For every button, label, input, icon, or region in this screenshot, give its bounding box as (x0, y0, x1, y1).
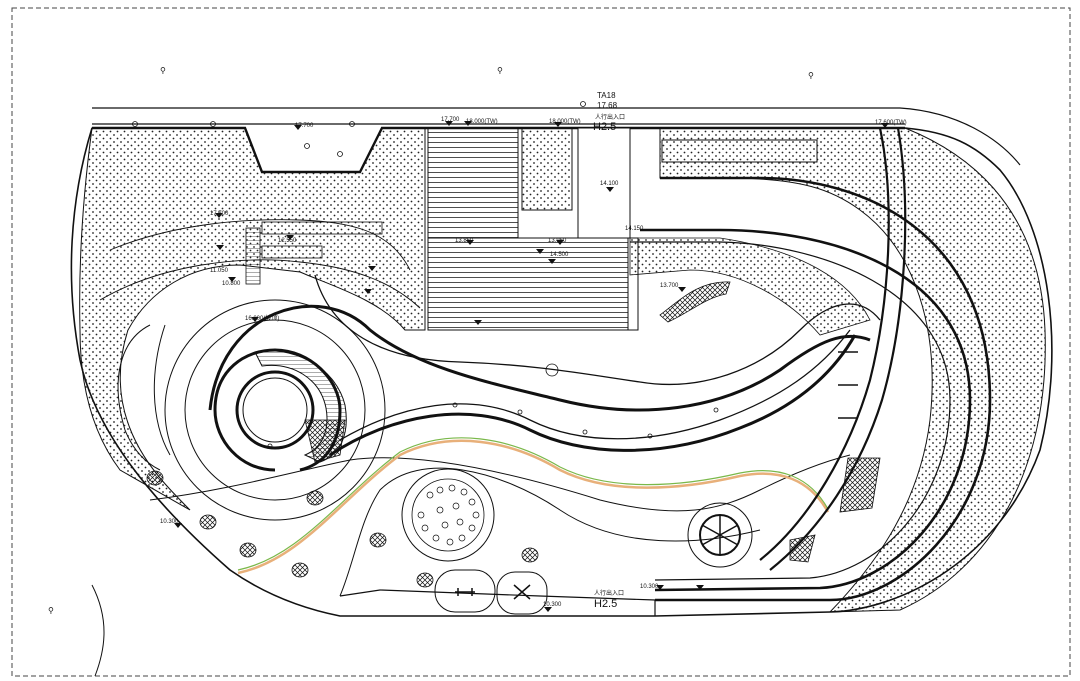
elev-13700: 13.700 (660, 283, 679, 289)
top-elevation-label: 17.68 (597, 101, 618, 110)
hatch-patch-right (839, 457, 881, 513)
elev-11050: 11.050 (210, 268, 229, 274)
spiral-ramp-treads (254, 350, 347, 463)
top-right-bench (661, 139, 818, 163)
elev-10300-b: 10.300 (543, 602, 562, 608)
central-step-column (627, 237, 639, 331)
elev-12550: 12.550 (278, 238, 297, 244)
right-arc-outer (655, 176, 992, 602)
svg-text:⚲: ⚲ (48, 606, 54, 615)
hatch-path-rock (659, 281, 731, 323)
spiral-core (235, 370, 315, 450)
elev-17700-left: 17.700 (295, 123, 314, 129)
elev-17700-mid: 17.700 (441, 117, 460, 123)
elev-13950: 13.950 (548, 238, 567, 244)
elev-18000-tw-2: 18.000(TW) (549, 119, 581, 125)
serpentine-edge-1 (314, 274, 881, 386)
central-walkway (577, 127, 631, 239)
north-signs: ⚲ ⚲ ⚲ ⚲ (48, 66, 814, 615)
hatch-patch-bottom (789, 534, 816, 563)
top-code-label: TA18 (597, 91, 616, 100)
elev-14100: 14.100 (600, 181, 619, 187)
elev-14150: 14.150 (625, 226, 644, 232)
serpentine-edge-4 (208, 304, 871, 412)
right-vertical-curve-2 (769, 127, 907, 571)
bench-pod-1 (434, 569, 496, 613)
bench-pod-2 (496, 571, 548, 615)
elev-10300-a: 10.300 (160, 519, 179, 525)
spiral-ramp-crosshatch (304, 419, 346, 463)
left-step-platform (261, 221, 383, 235)
right-stair-ticks (838, 351, 858, 419)
right-vertical-curve (759, 127, 890, 561)
elev-13850: 13.850 (455, 238, 474, 244)
serpentine-edge-2 (339, 329, 851, 441)
elev-10300-c: 10.300 (640, 584, 659, 590)
elev-10800: 10.800 (222, 281, 241, 287)
left-curve-bay (117, 324, 161, 471)
svg-text:⚲: ⚲ (160, 66, 166, 75)
right-arc-inner (630, 241, 951, 581)
svg-text:⚲: ⚲ (497, 66, 503, 75)
fountain-outer (401, 468, 495, 562)
path-edge-lower-2 (339, 467, 761, 597)
bottom-entrance-height: H2.5 (594, 598, 617, 610)
serpentine-edge-3 (329, 334, 857, 457)
gazebo-outline (687, 502, 753, 568)
central-terrace (427, 237, 629, 331)
shrubs (146, 470, 539, 588)
terrace-curve-1 (109, 219, 411, 271)
elev-17600-tw: 17.600(TW) (875, 120, 907, 126)
bench-pod-icon-2 (513, 584, 531, 600)
path-edge-lower (149, 454, 851, 512)
spiral-ring-2 (184, 319, 366, 501)
gazebo-beams (701, 515, 739, 555)
elev-14500: 14.500 (550, 252, 569, 258)
bench-pod-icon-1 (455, 588, 475, 596)
bottom-left-arc (91, 584, 105, 677)
top-entrance-height: H2.5 (593, 121, 616, 133)
svg-text:⚲: ⚲ (808, 71, 814, 80)
central-stair-block (427, 127, 519, 239)
drawing-frame (11, 7, 1071, 677)
lamp-posts (132, 101, 719, 449)
terrace-curve-2 (99, 259, 421, 309)
site-boundary (70, 127, 1053, 617)
right-arc-middle (640, 228, 972, 592)
planting-area-right-inner (629, 237, 871, 336)
spiral-core-inner (242, 377, 308, 443)
elev-17700-upper-left: 17.700 (210, 211, 229, 217)
elevation-markers (174, 121, 889, 612)
fountain-inner (411, 478, 485, 552)
top-entrance-caption: 人行出入口 (595, 113, 625, 121)
elev-16000: 16.000(坡顶) (245, 314, 279, 322)
left-step-platform-2 (261, 245, 323, 259)
left-curve-bay-2 (153, 324, 171, 456)
bottom-entrance-caption: 人行出入口 (594, 589, 624, 597)
edging-stripe-orange (237, 439, 830, 575)
spiral-outer-ring (164, 299, 386, 521)
planting-area-top-center (521, 127, 573, 211)
top-road-edge (92, 107, 1021, 166)
fountain-jets (417, 484, 480, 546)
left-stair (245, 227, 261, 285)
edging-stripe-green (237, 437, 829, 571)
ramp-bottom (339, 589, 656, 616)
elev-18000-tw-1: 18.000(TW) (466, 119, 498, 125)
